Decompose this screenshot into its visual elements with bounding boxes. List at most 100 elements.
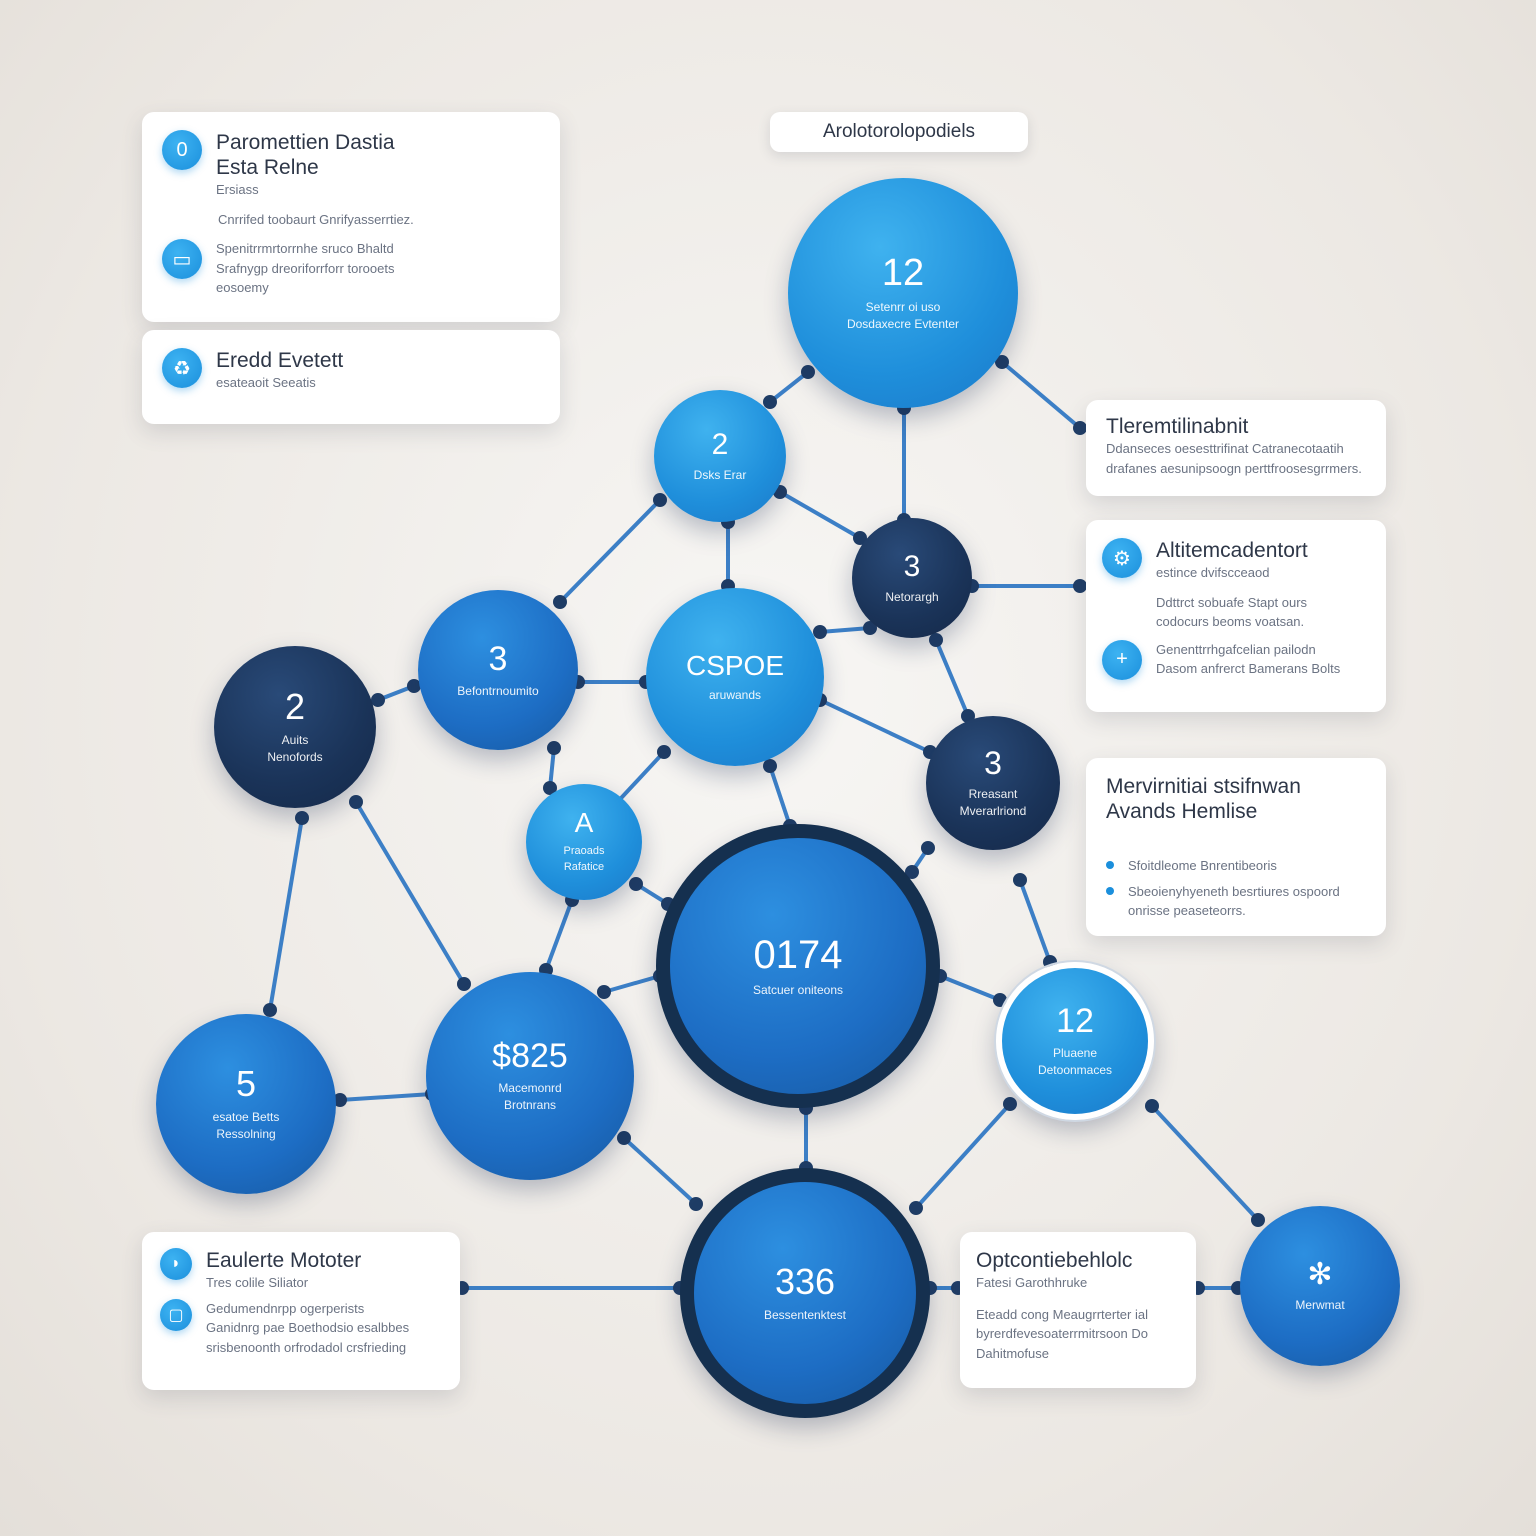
node-label: Mverarlriond: [959, 804, 1027, 818]
node-3-right[interactable]: 3 Rreasant Mverarlriond: [926, 716, 1060, 850]
connector-dot: [553, 595, 567, 609]
node-12-right[interactable]: 12 Pluaene Detoonmaces: [996, 962, 1154, 1120]
connector-dot: [263, 1003, 277, 1017]
connector-dot: [371, 693, 385, 707]
node-value: 336: [774, 1260, 836, 1302]
node-12-top[interactable]: 12 Setenrr oi uso Dosdaxecre Evtenter: [788, 178, 1018, 408]
node-label: Macemonrd: [498, 1081, 562, 1095]
bullet-icon: [1106, 886, 1114, 895]
node-2-small[interactable]: 2 Dsks Erar: [654, 390, 786, 522]
node-value: $825: [492, 1037, 568, 1075]
tag-icon: ◗: [160, 1248, 192, 1280]
node-value: 5: [235, 1063, 257, 1104]
node-825[interactable]: $825 Macemonrd Brotnrans: [426, 972, 634, 1180]
connector-line: [939, 974, 1001, 1002]
node-label: Ressolning: [216, 1127, 276, 1141]
node-label: Pluaene: [1052, 1046, 1098, 1060]
connector-line: [1018, 879, 1052, 963]
card-text-line: Genenttrrhgafcelian pailodn: [1156, 641, 1316, 657]
node-label: Netorargh: [885, 589, 939, 604]
node-label: Rreasant: [968, 787, 1018, 801]
node-5[interactable]: 5 esatoe Betts Ressolning: [156, 1014, 336, 1194]
connector-dot: [597, 985, 611, 999]
connector-dot: [547, 741, 561, 755]
card-text-line: Eteadd cong Meaugrrterter ial: [976, 1306, 1148, 1322]
connector-line: [768, 370, 810, 404]
bullet-text: Sbeoienyhyeneth besrtiures ospoord: [1128, 883, 1340, 899]
card-bottom-left[interactable]: ◗ Eaulerte Mototer Tres colile Siliator …: [142, 1232, 460, 1390]
node-0174-hub[interactable]: 0174 Satcuer oniteons: [656, 824, 940, 1108]
connector-dot: [1013, 873, 1027, 887]
node-3-left[interactable]: 3 Befontrnoumito: [418, 590, 578, 750]
card-subtitle: Fatesi Garothhruke: [976, 1275, 1088, 1291]
connector-dot: [995, 355, 1009, 369]
node-336[interactable]: 336 Bessentenktest: [680, 1168, 930, 1418]
card-right-low[interactable]: Mervirnitiai stsifnwan Avands Hemlise Sf…: [1086, 758, 1386, 936]
card-text-line: Dasom anfrerct Bamerans Bolts: [1156, 661, 1341, 677]
card-text-line: Dahitmofuse: [976, 1345, 1049, 1361]
card-caption: Ersiass: [216, 182, 259, 198]
connector-dot: [763, 759, 777, 773]
card-description: Cnrrifed toobaurt Gnrifyasserrtiez.: [218, 211, 414, 227]
node-value: 12: [1056, 1002, 1094, 1040]
card-bottom-right[interactable]: Optcontiebehlolc Fatesi Garothhruke Etea…: [960, 1232, 1196, 1388]
node-2-networks[interactable]: 2 Auits Nenofords: [214, 646, 376, 808]
node-label: Praoads: [563, 845, 605, 858]
settings-icon: ⚙: [1102, 538, 1142, 578]
node-value: A: [574, 807, 594, 839]
card-title-line1: Mervirnitiai stsifnwan: [1106, 775, 1301, 798]
connector-dot: [813, 625, 827, 639]
connector-line: [934, 639, 970, 717]
calendar-icon: ▭: [162, 239, 202, 280]
connector-dot: [333, 1093, 347, 1107]
node-a[interactable]: A Praoads Rafatice: [526, 784, 642, 900]
card-text-line: eosoemy: [216, 280, 269, 296]
connector-dot: [929, 633, 943, 647]
card-right-mid[interactable]: ⚙ Altitemcadentort estince dvifscceaod D…: [1086, 520, 1386, 712]
card-title-line1: Paromettien Dastia: [216, 131, 395, 154]
card-title-line2: Esta Relne: [216, 156, 319, 180]
node-label: Bessentenktest: [763, 1307, 847, 1322]
card-parameter-data[interactable]: 0 Paromettien Dastia Esta Relne Ersiass …: [142, 112, 560, 322]
node-value: 2: [711, 427, 729, 461]
card-title: Eaulerte Mototer: [206, 1249, 362, 1272]
node-icon-bottom-right[interactable]: ✻ Merwmat: [1240, 1206, 1400, 1366]
node-label: Dsks Erar: [693, 467, 747, 482]
node-label: esatoe Betts: [212, 1110, 280, 1124]
connector-line: [768, 765, 792, 827]
molecule-icon: ✻: [1307, 1257, 1333, 1291]
node-value: 3: [984, 745, 1002, 781]
card-right-top[interactable]: Tleremtilinabnit Ddanseces oesesttrifina…: [1086, 400, 1386, 496]
bullet-icon: [1106, 861, 1114, 870]
card-subtitle: estince dvifscceaod: [1156, 565, 1270, 581]
node-label: Brotnrans: [503, 1098, 557, 1112]
connector-dot: [295, 811, 309, 825]
card-text-line: byrerdfevesoaterrmitrsoon Do: [976, 1326, 1148, 1342]
connector-dot: [1251, 1213, 1265, 1227]
card-text-line: Ddanseces oesesttrifinat Catranecotaatih: [1106, 441, 1344, 457]
connector-dot: [993, 993, 1007, 1007]
connector-line: [819, 698, 931, 754]
node-label: Rafatice: [563, 861, 605, 873]
node-value: 0174: [753, 932, 843, 977]
card-subtitle: Tres colile Siliator: [206, 1275, 309, 1291]
card-event[interactable]: ♻ Eredd Evetett esateaoit Seeatis: [142, 330, 560, 424]
node-3-network[interactable]: 3 Netorargh: [852, 518, 972, 638]
connector-dot: [689, 1197, 703, 1211]
node-value: 3: [903, 549, 921, 583]
card-title-line2: Avands Hemlise: [1106, 800, 1258, 824]
connector-dot: [905, 865, 919, 879]
card-text-line: Ganidnrg pae Boethodsio esalbbes: [206, 1320, 410, 1336]
node-cspoe[interactable]: CSPOE aruwands: [646, 588, 824, 766]
bullet-text: Sfoitdleome Bnrentibeoris: [1128, 858, 1277, 874]
connector-line: [544, 899, 574, 971]
connector-dot: [1073, 579, 1087, 593]
card-text-line: Gedumendnrpp ogerperists: [206, 1300, 365, 1316]
card-text-line: codocurs beoms voatsan.: [1156, 614, 1305, 630]
bullet-text: onrisse peaseteorrs.: [1128, 903, 1246, 919]
node-label: Satcuer oniteons: [752, 982, 844, 997]
node-value: 2: [284, 686, 306, 727]
node-value: 3: [488, 639, 508, 678]
connector-dot: [921, 841, 935, 855]
